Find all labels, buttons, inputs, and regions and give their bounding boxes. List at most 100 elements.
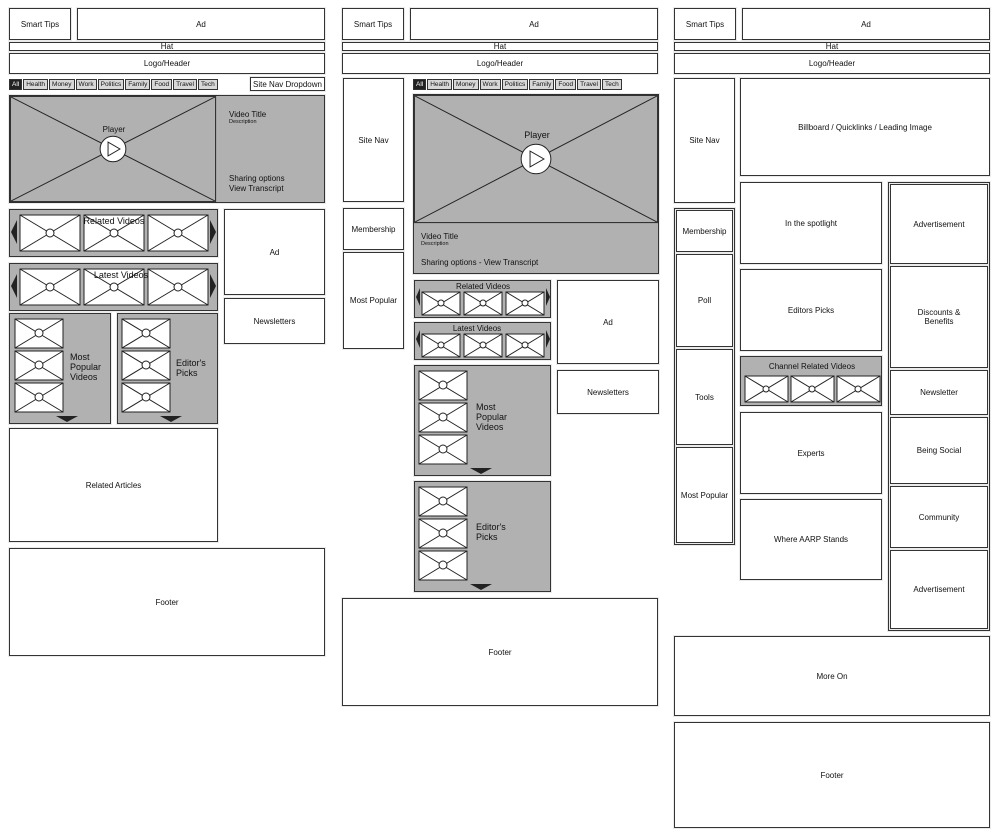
carousel-left-arrow-icon[interactable] [11, 220, 17, 244]
nav-tab-health[interactable]: Health [427, 79, 453, 90]
logo-header-label: Logo/Header [808, 59, 856, 68]
video-thumbnail[interactable] [19, 214, 81, 252]
carousel-right-arrow-icon[interactable] [546, 330, 550, 348]
nav-tab-family[interactable]: Family [125, 79, 151, 90]
editors-picks-videos-label: Editor's Picks [476, 522, 506, 542]
nav-tab-work[interactable]: Work [479, 79, 501, 90]
nav-tab-all[interactable]: All [413, 79, 427, 90]
nav-tab-politics[interactable]: Politics [501, 79, 529, 90]
video-thumbnail[interactable] [418, 370, 468, 401]
related-videos-carousel: Related Videos [414, 280, 551, 318]
scroll-down-arrow-icon[interactable] [470, 468, 492, 474]
video-player[interactable]: Player [10, 96, 216, 202]
video-thumbnail[interactable] [147, 214, 209, 252]
ad-side-label: Ad [603, 317, 613, 327]
video-thumbnail[interactable] [418, 434, 468, 465]
membership-label: Membership [351, 224, 396, 234]
most-popular-label: Most Popular [680, 490, 729, 500]
video-thumbnail[interactable] [121, 382, 171, 413]
carousel-left-arrow-icon[interactable] [416, 330, 420, 348]
discounts-benefits-box: Discounts & Benefits [890, 266, 988, 368]
video-thumbnail[interactable] [421, 333, 461, 358]
hat-box: Hat [674, 42, 990, 51]
carousel-right-arrow-icon[interactable] [210, 274, 216, 298]
video-thumbnail[interactable] [418, 486, 468, 517]
carousel-right-arrow-icon[interactable] [210, 220, 216, 244]
ad-side-label: Ad [269, 247, 280, 257]
video-thumbnail[interactable] [505, 333, 545, 358]
nav-tab-food[interactable]: Food [555, 79, 577, 90]
newsletters-box: Newsletters [224, 298, 325, 344]
advertisement-box: Advertisement [890, 184, 988, 264]
smart-tips-label: Smart Tips [353, 19, 393, 29]
left-rail: Membership Poll Tools Most Popular [674, 208, 735, 545]
newsletters-box: Newsletters [557, 370, 659, 414]
sharing-transcript-label: Sharing options - View Transcript [421, 258, 539, 267]
most-popular-label: Most Popular [349, 296, 398, 305]
scroll-down-arrow-icon[interactable] [56, 416, 78, 422]
channel-related-videos-panel: Channel Related Videos [740, 356, 882, 406]
video-thumbnail[interactable] [421, 291, 461, 316]
most-popular-videos-panel: Most Popular Videos [9, 313, 111, 424]
category-nav-bar: All Health Money Work Politics Family Fo… [413, 79, 622, 90]
related-videos-label: Related Videos [455, 282, 511, 291]
carousel-left-arrow-icon[interactable] [416, 288, 420, 306]
video-thumbnail[interactable] [83, 214, 145, 252]
scroll-down-arrow-icon[interactable] [160, 416, 182, 422]
video-thumbnail[interactable] [14, 382, 64, 413]
video-thumbnail[interactable] [418, 402, 468, 433]
nav-tab-politics[interactable]: Politics [97, 79, 125, 90]
video-thumbnail[interactable] [463, 333, 503, 358]
video-thumbnail[interactable] [19, 268, 81, 306]
nav-tab-money[interactable]: Money [49, 79, 75, 90]
nav-tab-food[interactable]: Food [151, 79, 173, 90]
video-thumbnail[interactable] [836, 375, 881, 403]
nav-tab-health[interactable]: Health [23, 79, 49, 90]
more-on-label: More On [816, 671, 848, 681]
video-thumbnail[interactable] [83, 268, 145, 306]
video-thumbnail[interactable] [463, 291, 503, 316]
carousel-right-arrow-icon[interactable] [546, 288, 550, 306]
footer-label: Footer [155, 597, 179, 607]
tools-label: Tools [695, 392, 714, 402]
video-player[interactable]: Player [414, 95, 658, 223]
video-thumbnail[interactable] [121, 350, 171, 381]
nav-tab-tech[interactable]: Tech [198, 79, 218, 90]
scroll-down-arrow-icon[interactable] [470, 584, 492, 590]
video-thumbnail[interactable] [418, 550, 468, 581]
video-thumbnail[interactable] [744, 375, 789, 403]
video-thumbnail[interactable] [14, 318, 64, 349]
video-thumbnail[interactable] [418, 518, 468, 549]
newsletters-label: Newsletters [587, 387, 629, 397]
player-placeholder-x [415, 96, 657, 222]
video-thumbnail[interactable] [14, 350, 64, 381]
nav-tab-family[interactable]: Family [529, 79, 555, 90]
latest-videos-label: Latest Videos [452, 324, 502, 333]
nav-tab-travel[interactable]: Travel [577, 79, 601, 90]
video-thumbnail[interactable] [121, 318, 171, 349]
video-thumbnail[interactable] [147, 268, 209, 306]
nav-tab-travel[interactable]: Travel [173, 79, 197, 90]
nav-tab-money[interactable]: Money [453, 79, 479, 90]
carousel-left-arrow-icon[interactable] [11, 274, 17, 298]
site-nav-dropdown-label: Site Nav Dropdown [253, 79, 322, 89]
footer-box: Footer [9, 548, 325, 656]
related-videos-label: Related Videos [83, 216, 145, 226]
logo-header-box: Logo/Header [674, 53, 990, 74]
most-popular-videos-label: Most Popular Videos [70, 352, 102, 382]
video-thumbnail[interactable] [505, 291, 545, 316]
community-box: Community [890, 486, 988, 548]
nav-tab-work[interactable]: Work [75, 79, 97, 90]
nav-tab-all[interactable]: All [9, 79, 23, 90]
experts-label: Experts [797, 448, 825, 458]
being-social-label: Being Social [916, 446, 962, 455]
latest-videos-label: Latest Videos [93, 270, 149, 280]
smart-tips-box: Smart Tips [342, 8, 404, 40]
sharing-options-label: Sharing options [229, 174, 285, 183]
nav-tab-tech[interactable]: Tech [602, 79, 622, 90]
site-nav-dropdown[interactable]: Site Nav Dropdown [250, 77, 325, 91]
editors-picks-videos-panel: Editor's Picks [414, 481, 551, 592]
video-thumbnail[interactable] [790, 375, 835, 403]
editors-picks-thumbnails [418, 486, 468, 581]
site-nav-box: Site Nav [674, 78, 735, 203]
